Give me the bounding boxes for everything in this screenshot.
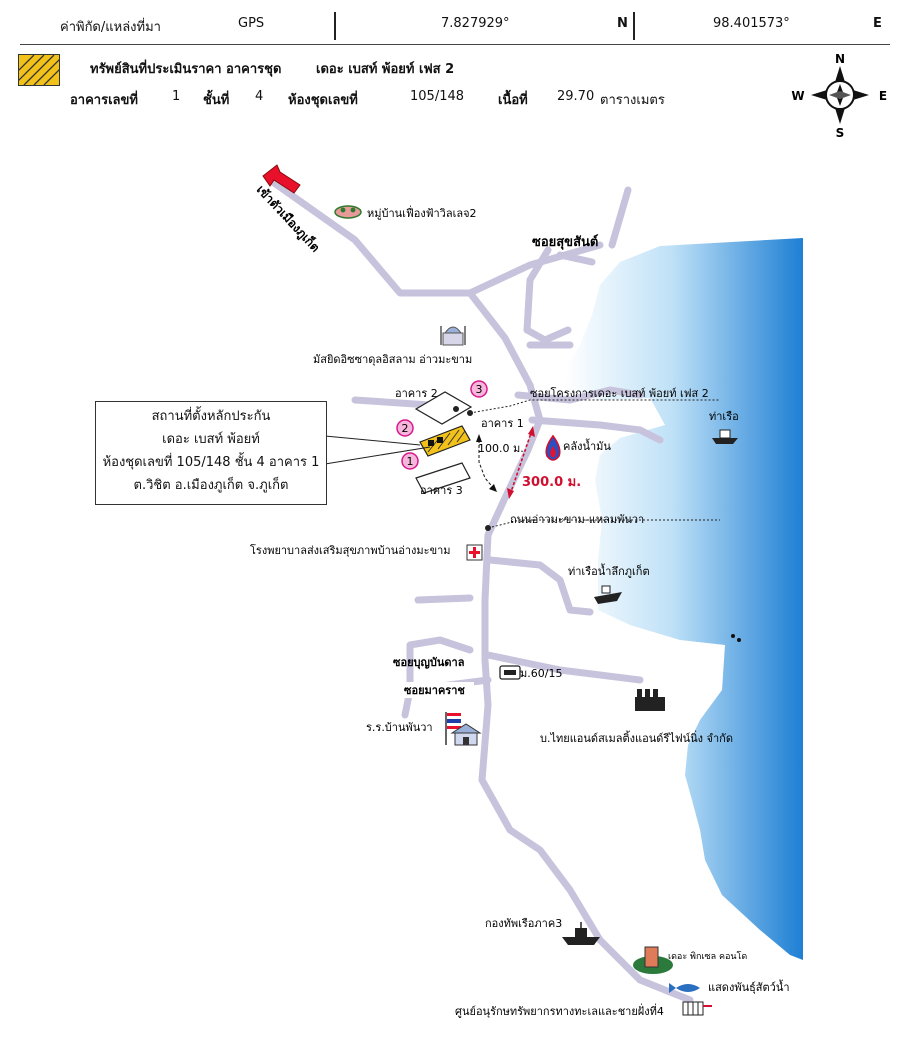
divider — [334, 12, 336, 40]
collateral-location-callout: สถานที่ตั้งหลักประกัน เดอะ เบสท์ พ้อยท์ … — [95, 401, 327, 505]
village-label: หมู่บ้านเฟื่องฟ้าวิลเลจ2 — [367, 205, 477, 220]
project-soi-label: ซอยโครงการเดอะ เบสท์ พ้อยท์ เฟส 2 — [530, 386, 709, 400]
school-label: ร.ร.บ้านพันวา — [366, 721, 433, 734]
building-no: 1 — [172, 89, 181, 104]
area-label: เนื้อที่ — [498, 93, 528, 108]
building-label: อาคารเลขที่ — [70, 93, 138, 108]
aquarium-label: แสดงพันธุ์สัตว์น้ำ — [708, 979, 790, 994]
property-title: ทรัพย์สินที่ประเมินราคา อาคารชุด — [90, 62, 282, 77]
project-soi-point — [467, 410, 473, 416]
building-3 — [415, 462, 471, 494]
hospital-label: โรงพยาบาลส่งเสริมสุขภาพบ้านอ่างมะขาม — [250, 543, 451, 557]
fish-icon — [669, 983, 700, 993]
area-value: 29.70 — [557, 89, 595, 104]
unit-no: 105/148 — [410, 89, 465, 104]
latitude-dir: N — [617, 16, 628, 31]
unit-label: ห้องชุดเลขที่ — [288, 93, 358, 108]
moo-marker-icon — [499, 665, 521, 680]
marine-center-icon — [682, 1001, 712, 1016]
soi-makarat-bg — [400, 682, 474, 698]
legend-hatch-swatch — [3, 54, 75, 86]
compass-rose-icon: N S W E — [790, 52, 890, 140]
latitude-value: 7.827929° — [441, 16, 510, 31]
mosque-label: มัสยิดอิซซาดุลอิสลาม อ่าวมะขาม — [313, 353, 472, 366]
subject-building-1 — [419, 425, 471, 457]
distance-300-label: 300.0 ม. — [522, 475, 581, 490]
factory-icon — [635, 689, 665, 711]
pixel-condo-icon — [633, 946, 673, 974]
building-2 — [414, 391, 473, 425]
header-rule — [20, 44, 890, 45]
village-icon — [334, 205, 362, 219]
longitude-dir: E — [873, 16, 882, 31]
compass-south: S — [836, 126, 845, 138]
coord-source-label: ค่าพิกัด/แหล่งที่มา — [60, 20, 161, 35]
building-3-label: อาคาร 3 — [420, 484, 463, 497]
mosque-icon — [440, 326, 466, 346]
ship-icon — [712, 429, 738, 444]
main-road-point — [485, 525, 491, 531]
soi-suksan-label: ซอยสุขสันต์ — [532, 234, 598, 250]
moo-no-label: ม.60/15 — [520, 667, 562, 680]
main-road-label: ถนนอ่าวมะขาม-แหลมพันวา — [510, 513, 644, 526]
marine-center-label: ศูนย์อนุรักษทรัพยากรทางทะเลและชายฝั่งที่… — [455, 1003, 664, 1018]
main-road-leader — [487, 519, 720, 529]
building-2-point — [453, 406, 459, 412]
pixel-condo-label: เดอะ พิกเซล คอนโด — [668, 951, 747, 962]
soi-boon-label: ซอยบุญบันดาล — [393, 656, 465, 670]
school-icon — [445, 712, 482, 746]
soi-makarat-label: ซอยมาคราช — [404, 684, 465, 697]
hospital-icon — [466, 544, 483, 561]
longitude-value: 98.401573° — [713, 16, 790, 31]
floor-label: ชั้นที่ — [203, 93, 230, 108]
marker-2: 2 — [396, 419, 414, 437]
compass-east: E — [879, 89, 887, 103]
project-name: เดอะ เบสท์ พ้อยท์ เฟส 2 — [316, 62, 455, 77]
svg-text:2: 2 — [402, 422, 409, 435]
cargo-ship-icon — [594, 585, 622, 604]
pier-label: ท่าเรือ — [709, 410, 739, 423]
callout-line-1: สถานที่ตั้งหลักประกัน — [151, 409, 271, 424]
callout-line-4: ต.วิชิต อ.เมืองภูเก็ต จ.ภูเก็ต — [133, 478, 289, 493]
oil-depot-label: คลังน้ำมัน — [563, 438, 611, 453]
warship-icon — [562, 922, 600, 945]
distance-100-arrow — [478, 440, 496, 491]
factory-label: บ.ไทยแอนด์สเมลติ้งแอนด์รีไฟน์นิ่ง จำกัด — [540, 730, 733, 745]
callout-line-3: ห้องชุดเลขที่ 105/148 ชั้น 4 อาคาร 1 — [102, 455, 320, 470]
navy-label: กองทัพเรือภาค3 — [485, 917, 562, 930]
callout-line-2: เดอะ เบสท์ พ้อยท์ — [162, 432, 260, 447]
building-1-label: อาคาร 1 — [481, 417, 524, 430]
to-city-arrow-icon — [262, 164, 301, 194]
floor-no: 4 — [255, 89, 264, 104]
marker-3: 3 — [470, 380, 488, 398]
distance-100-label: 100.0 ม. — [478, 442, 524, 455]
oil-depot-icon — [545, 434, 561, 461]
marker-1: 1 — [401, 452, 419, 470]
callout-leader — [324, 446, 431, 465]
svg-text:3: 3 — [476, 383, 483, 396]
road-network — [266, 176, 694, 1004]
distance-300-arrow — [509, 429, 533, 496]
svg-text:1: 1 — [407, 455, 414, 468]
rocks-icon — [731, 634, 741, 642]
project-soi-leader — [469, 399, 720, 414]
building-2-label: อาคาร 2 — [395, 387, 438, 400]
area-unit: ตารางเมตร — [600, 93, 665, 108]
compass-west: W — [791, 89, 804, 103]
compass-north: N — [835, 52, 845, 66]
deep-port-label: ท่าเรือน้ำลึกภูเก็ต — [568, 563, 650, 578]
divider — [633, 12, 635, 40]
gps-source: GPS — [238, 16, 265, 31]
sea-area — [565, 238, 803, 960]
callout-leader-2 — [324, 435, 421, 446]
